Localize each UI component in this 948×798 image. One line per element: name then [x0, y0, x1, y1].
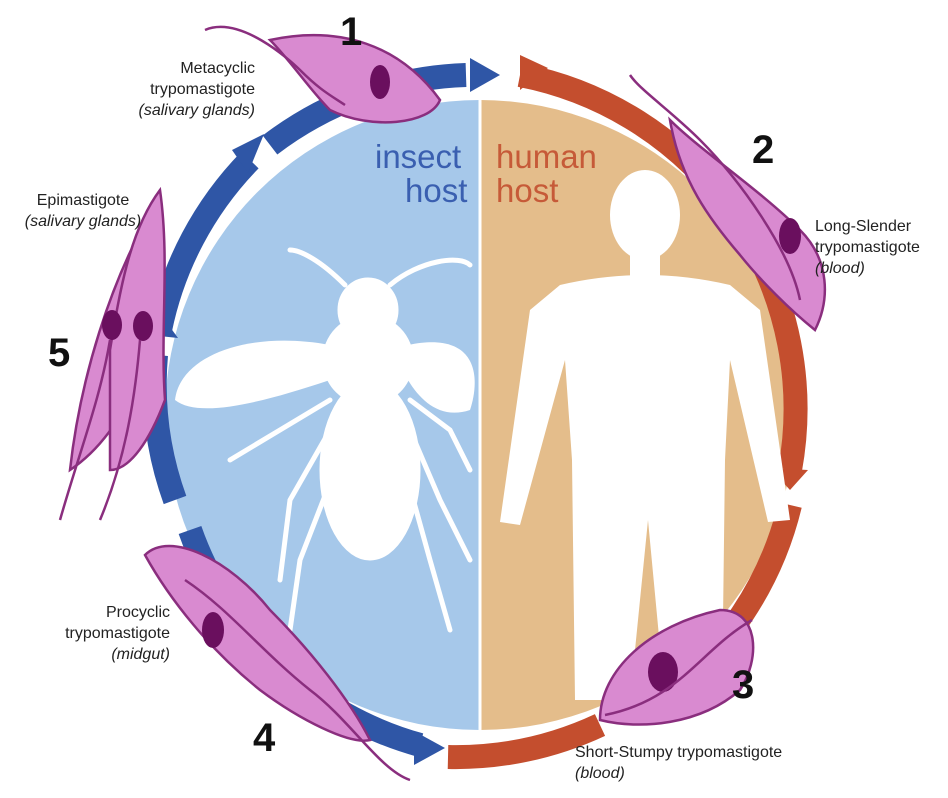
insect-host-label: insect host	[375, 140, 467, 208]
stage-5-label: Epimastigote (salivary glands)	[8, 190, 158, 232]
stage-2-location: (blood)	[815, 258, 945, 279]
stage-1-name2: trypomastigote	[115, 79, 255, 100]
stage-4-name: Procyclic	[30, 602, 170, 623]
stage-5-location: (salivary glands)	[8, 211, 158, 232]
insect-host-line2: host	[375, 174, 467, 208]
stage-3-name: Short-Stumpy trypomastigote	[575, 742, 875, 763]
stage-5-name: Epimastigote	[8, 190, 158, 211]
human-host-line2: host	[496, 174, 597, 208]
stage-2-number: 2	[752, 130, 774, 170]
stage-1-name: Metacyclic	[115, 58, 255, 79]
stage-2-label: Long-Slender trypomastigote (blood)	[815, 216, 945, 279]
human-host-label: human host	[496, 140, 597, 208]
stage-5-number: 5	[48, 333, 70, 373]
insect-host-line1: insect	[375, 140, 467, 174]
stage-4-location: (midgut)	[30, 644, 170, 665]
stage-2-name2: trypomastigote	[815, 237, 945, 258]
stage-4-name2: trypomastigote	[30, 623, 170, 644]
human-host-line1: human	[496, 140, 597, 174]
stage-2-name: Long-Slender	[815, 216, 945, 237]
stage-1-location: (salivary glands)	[115, 100, 255, 121]
stage-3-location: (blood)	[575, 763, 875, 784]
stage-3-number: 3	[732, 665, 754, 705]
stage-4-number: 4	[253, 718, 275, 758]
stage-4-label: Procyclic trypomastigote (midgut)	[30, 602, 170, 665]
stage-3-label: Short-Stumpy trypomastigote (blood)	[575, 742, 875, 784]
stage-1-label: Metacyclic trypomastigote (salivary glan…	[115, 58, 255, 121]
stage-1-number: 1	[340, 12, 362, 52]
